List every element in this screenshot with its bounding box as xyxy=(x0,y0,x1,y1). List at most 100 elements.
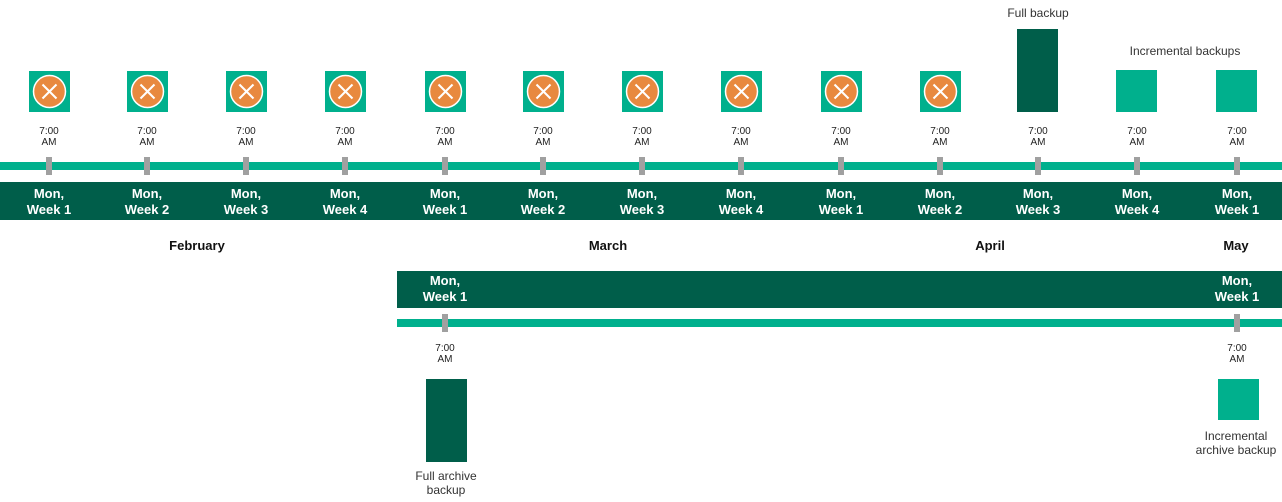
week-label: Mon,Week 2 xyxy=(895,186,985,218)
time-text: 7:00 xyxy=(39,126,59,137)
timeline-tick xyxy=(838,157,844,175)
ampm-text: AM xyxy=(535,137,551,148)
week-label: Mon,Week 4 xyxy=(1092,186,1182,218)
ampm-text: AM xyxy=(1229,354,1245,365)
week-label: Mon,Week 1 xyxy=(1192,186,1282,218)
timeline-tick xyxy=(738,157,744,175)
week-label: Mon,Week 3 xyxy=(597,186,687,218)
ampm-text: AM xyxy=(634,137,650,148)
week-text: Week 3 xyxy=(1015,202,1061,217)
failed-backup-icon xyxy=(625,74,660,109)
failed-backup-marker xyxy=(29,71,70,112)
week-text: Week 3 xyxy=(619,202,665,217)
failed-backup-icon xyxy=(229,74,264,109)
time-text: 7:00 xyxy=(1227,126,1247,137)
timeline-tick xyxy=(937,157,943,175)
week-text: Week 4 xyxy=(1114,202,1160,217)
failed-backup-marker xyxy=(721,71,762,112)
full-backup-block xyxy=(1017,29,1058,112)
time-text: 7:00 xyxy=(1227,343,1247,354)
month-march: March xyxy=(588,238,628,253)
time-text: 7:00 xyxy=(1028,126,1048,137)
failed-backup-icon xyxy=(32,74,67,109)
ampm-text: AM xyxy=(437,354,453,365)
time-text: 7:00 xyxy=(632,126,652,137)
archive-week-text: Week 1 xyxy=(1214,289,1260,304)
day-text: Mon, xyxy=(429,186,461,201)
failed-backup-marker xyxy=(425,71,466,112)
week-text: Week 1 xyxy=(1214,202,1260,217)
week-text: Week 3 xyxy=(223,202,269,217)
week-label: Mon,Week 4 xyxy=(300,186,390,218)
time-text: 7:00 xyxy=(1127,126,1147,137)
week-text: Week 4 xyxy=(718,202,764,217)
failed-backup-marker xyxy=(226,71,267,112)
failed-backup-icon xyxy=(328,74,363,109)
ampm-text: AM xyxy=(139,137,155,148)
archive-tick-start xyxy=(442,314,448,332)
incremental-backups-label: Incremental backups xyxy=(1129,44,1241,58)
week-label: Mon,Week 3 xyxy=(201,186,291,218)
full-archive-backup-caption: Full archive backup xyxy=(396,469,496,497)
archive-day-text: Mon, xyxy=(429,273,461,288)
ampm-text: AM xyxy=(1229,137,1245,148)
incremental-backup-block xyxy=(1116,70,1157,112)
failed-backup-icon xyxy=(824,74,859,109)
week-text: Week 1 xyxy=(818,202,864,217)
timeline-tick xyxy=(46,157,52,175)
caption-line: backup xyxy=(426,483,466,497)
timeline-tick xyxy=(1234,157,1240,175)
archive-timeline-line xyxy=(397,319,1282,327)
timeline-tick xyxy=(442,157,448,175)
failed-backup-marker xyxy=(920,71,961,112)
day-text: Mon, xyxy=(131,186,163,201)
incremental-archive-backup-caption: Incremental archive backup xyxy=(1190,429,1282,457)
archive-week-band xyxy=(397,271,1282,308)
day-text: Mon, xyxy=(329,186,361,201)
week-text: Week 2 xyxy=(124,202,170,217)
failed-backup-icon xyxy=(923,74,958,109)
day-text: Mon, xyxy=(33,186,65,201)
timeline-tick xyxy=(342,157,348,175)
archive-time-start: 7:00 AM xyxy=(415,343,475,365)
archive-day-text: Mon, xyxy=(1221,273,1253,288)
failed-backup-marker xyxy=(821,71,862,112)
week-label: Mon,Week 1 xyxy=(400,186,490,218)
week-text: Week 2 xyxy=(520,202,566,217)
top-week-band xyxy=(0,182,1282,220)
week-text: Week 1 xyxy=(26,202,72,217)
incremental-archive-backup-block xyxy=(1218,379,1259,420)
day-text: Mon, xyxy=(527,186,559,201)
ampm-text: AM xyxy=(437,137,453,148)
archive-tick-end xyxy=(1234,314,1240,332)
ampm-text: AM xyxy=(41,137,57,148)
ampm-text: AM xyxy=(238,137,254,148)
week-label: Mon,Week 1 xyxy=(796,186,886,218)
week-text: Week 2 xyxy=(917,202,963,217)
week-label: Mon,Week 4 xyxy=(696,186,786,218)
time-text: 7:00 xyxy=(930,126,950,137)
day-text: Mon, xyxy=(1221,186,1253,201)
ampm-text: AM xyxy=(833,137,849,148)
month-february: February xyxy=(169,238,225,253)
incremental-backup-block xyxy=(1216,70,1257,112)
full-backup-label: Full backup xyxy=(1007,6,1069,20)
day-text: Mon, xyxy=(230,186,262,201)
day-text: Mon, xyxy=(825,186,857,201)
time-text: 7:00 xyxy=(731,126,751,137)
time-text: 7:00 xyxy=(533,126,553,137)
failed-backup-icon xyxy=(526,74,561,109)
ampm-text: AM xyxy=(337,137,353,148)
month-may: May xyxy=(1223,238,1249,253)
timeline-tick xyxy=(1134,157,1140,175)
ampm-text: AM xyxy=(733,137,749,148)
